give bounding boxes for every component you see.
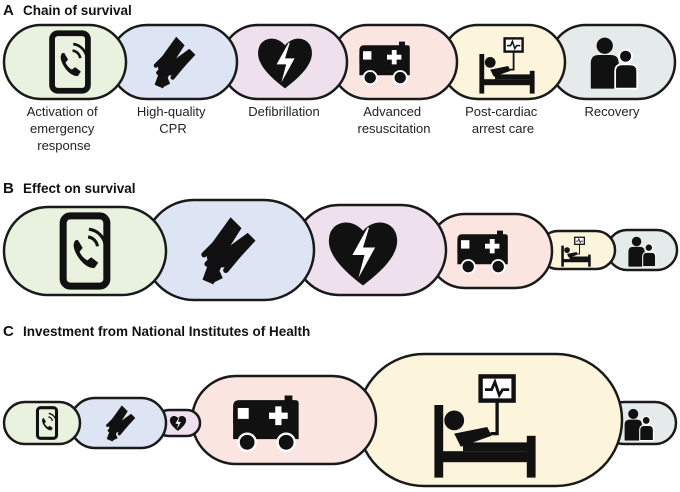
caption-cpr: High-quality CPR — [137, 104, 209, 136]
link-c-post-cardiac — [356, 352, 624, 488]
panel-a-letter: A — [3, 2, 14, 19]
panel-c-letter: C — [3, 323, 14, 340]
link-post-cardiac — [439, 23, 567, 101]
caption-recovery: Recovery — [585, 104, 640, 119]
panel-b-letter: B — [3, 180, 14, 197]
caption-post-cardiac: Post-cardiac arrest care — [465, 104, 541, 136]
link-b-activation — [2, 205, 168, 297]
panel-c-title: Investment from National Institutes of H… — [23, 324, 310, 339]
panel-a-title: Chain of survival — [23, 3, 132, 18]
panel-a: A Chain of survival Activation of emerge… — [2, 2, 677, 153]
panel-c: C Investment from National Institutes of… — [2, 323, 678, 488]
panel-b: B Effect on survival — [2, 180, 679, 302]
caption-activation: Activation of emergency response — [27, 104, 101, 153]
caption-advanced: Advanced resuscitation — [358, 104, 431, 136]
panel-b-title: Effect on survival — [23, 181, 136, 196]
caption-defibrillation: Defibrillation — [248, 104, 320, 119]
link-c-activation — [2, 400, 82, 446]
